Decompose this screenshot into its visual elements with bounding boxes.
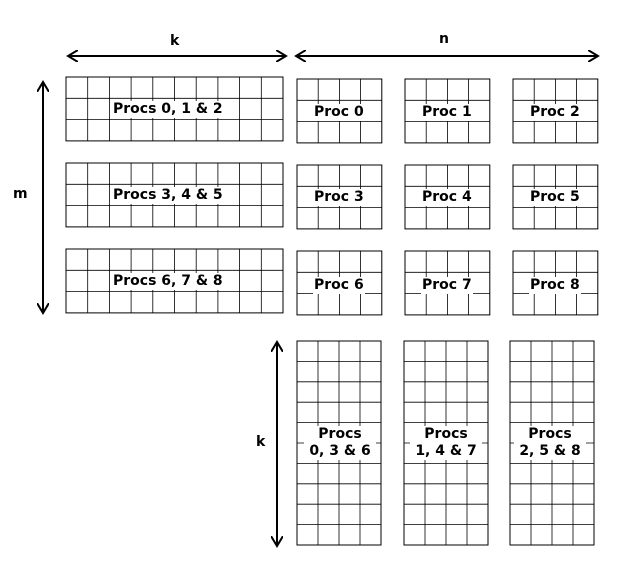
k-top-label: k bbox=[170, 33, 180, 49]
matrix-c-block-label: Proc 3 bbox=[313, 189, 365, 206]
matrix-b-block-label: Procs 1, 4 & 7 bbox=[410, 426, 482, 460]
matrix-b-label-line1: Procs bbox=[318, 426, 362, 442]
matrix-c-block-label: Proc 0 bbox=[313, 104, 365, 121]
n-top-label: n bbox=[439, 31, 449, 47]
matrix-b-block-label: Procs 2, 5 & 8 bbox=[514, 426, 586, 460]
matrix-b-label-line1: Procs bbox=[528, 426, 572, 442]
matrix-a-block-label: Procs 6, 7 & 8 bbox=[112, 273, 224, 290]
matrix-a-block-label: Procs 3, 4 & 5 bbox=[112, 187, 224, 204]
k-left-label: k bbox=[256, 434, 266, 450]
matrix-c-block-label: Proc 5 bbox=[529, 189, 581, 206]
matrix-a-block-label: Procs 0, 1 & 2 bbox=[112, 101, 224, 118]
matrix-b-label-line2: 0, 3 & 6 bbox=[309, 443, 371, 459]
matrix-c-block-label: Proc 4 bbox=[421, 189, 473, 206]
matrix-c-block-label: Proc 7 bbox=[421, 277, 473, 294]
matrix-c-block-label: Proc 8 bbox=[529, 277, 581, 294]
matrix-c-block-label: Proc 1 bbox=[421, 104, 473, 121]
matrix-b-label-line2: 2, 5 & 8 bbox=[519, 443, 581, 459]
m-left-label: m bbox=[13, 186, 28, 202]
matrix-b-label-line1: Procs bbox=[424, 426, 468, 442]
matrix-c-block-label: Proc 6 bbox=[313, 277, 365, 294]
matrix-c-block-label: Proc 2 bbox=[529, 104, 581, 121]
matrix-b-label-line2: 1, 4 & 7 bbox=[415, 443, 477, 459]
matrix-b-block-label: Procs 0, 3 & 6 bbox=[304, 426, 376, 460]
